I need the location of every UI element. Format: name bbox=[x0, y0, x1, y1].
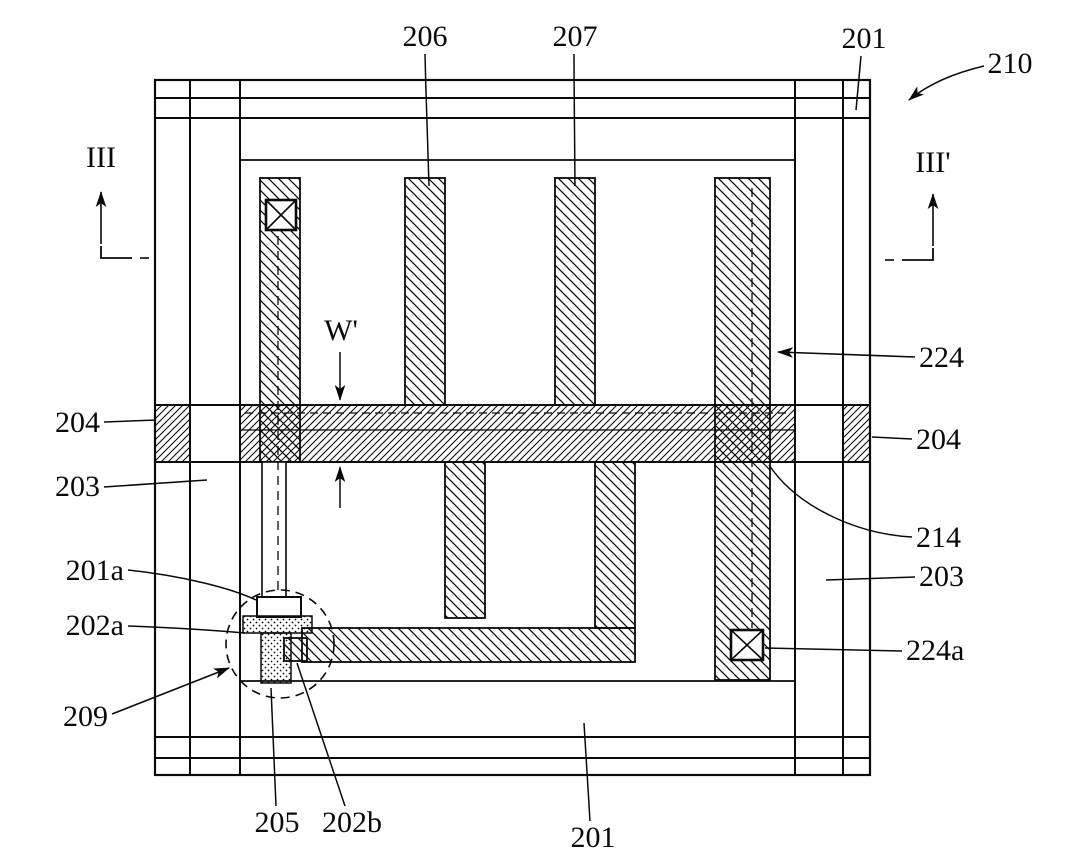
leader-206 bbox=[424, 53, 430, 187]
label-202a: 202a bbox=[66, 609, 124, 642]
leader-205 bbox=[270, 687, 277, 807]
label-203-right: 203 bbox=[919, 560, 964, 593]
label-210: 210 bbox=[988, 47, 1033, 80]
label-214: 214 bbox=[916, 521, 961, 554]
leader-224a bbox=[764, 647, 903, 652]
section-bracket-left bbox=[100, 246, 132, 259]
label-201a: 201a bbox=[66, 554, 124, 587]
section-label-III-prime: III' bbox=[915, 146, 950, 179]
section-label-III: III bbox=[86, 141, 116, 174]
label-224a: 224a bbox=[906, 634, 964, 667]
leader-202b bbox=[296, 662, 346, 807]
label-204-right: 204 bbox=[916, 423, 961, 456]
section-markers: III III' bbox=[86, 141, 951, 261]
source-piece-202a bbox=[242, 615, 313, 634]
leader-224-arrow bbox=[777, 347, 916, 358]
lower-finger-left bbox=[444, 461, 486, 619]
finger-207 bbox=[554, 177, 596, 406]
contact-holes bbox=[264, 198, 765, 662]
section-bracket-right bbox=[902, 248, 934, 261]
contact-region-detail bbox=[225, 589, 335, 699]
leader-201a bbox=[127, 569, 257, 601]
leader-204-right bbox=[871, 436, 913, 440]
band-hatch-right bbox=[843, 405, 870, 462]
common-line-band bbox=[155, 404, 870, 463]
leader-203-left bbox=[103, 479, 208, 488]
gate-piece-201a bbox=[256, 596, 302, 618]
lower-horizontal-electrode-bar bbox=[301, 627, 636, 663]
label-205: 205 bbox=[255, 806, 300, 839]
leader-201-top bbox=[855, 55, 862, 111]
width-label-W: W' bbox=[324, 314, 358, 347]
leader-204-left bbox=[103, 419, 157, 423]
label-207: 207 bbox=[553, 20, 598, 53]
leader-203-right bbox=[825, 576, 916, 581]
finger-206 bbox=[404, 177, 446, 406]
contact-hole-224a-icon bbox=[729, 628, 765, 662]
leader-214 bbox=[768, 464, 913, 538]
band-hatch-left bbox=[155, 405, 190, 462]
right-electrode-column-224 bbox=[714, 177, 771, 681]
detail-circle-209 bbox=[225, 589, 335, 699]
label-201-top: 201 bbox=[842, 22, 887, 55]
leader-202a bbox=[127, 625, 246, 634]
drain-piece-202b bbox=[283, 637, 308, 662]
leader-201-bottom bbox=[583, 722, 591, 822]
leader-209-arrow bbox=[111, 667, 230, 715]
label-203-left: 203 bbox=[55, 470, 100, 503]
leader-210-arrow bbox=[908, 65, 985, 101]
label-202b: 202b bbox=[322, 806, 382, 839]
lower-finger-right bbox=[594, 461, 636, 629]
label-224: 224 bbox=[919, 341, 964, 374]
leader-207 bbox=[573, 53, 576, 187]
label-201-bottom: 201 bbox=[571, 821, 616, 854]
center-dash-lines bbox=[277, 188, 753, 628]
band-hatch-center bbox=[240, 405, 795, 462]
drain-extension-strip bbox=[261, 461, 287, 598]
width-annotation: W' bbox=[324, 314, 358, 508]
contact-hole-top-icon bbox=[264, 198, 298, 232]
label-204-left: 204 bbox=[55, 406, 100, 439]
label-209: 209 bbox=[63, 700, 108, 733]
reference-annotations: 206 207 201 210 204 203 201a 202a 209 22… bbox=[55, 20, 1033, 854]
label-206: 206 bbox=[403, 20, 448, 53]
